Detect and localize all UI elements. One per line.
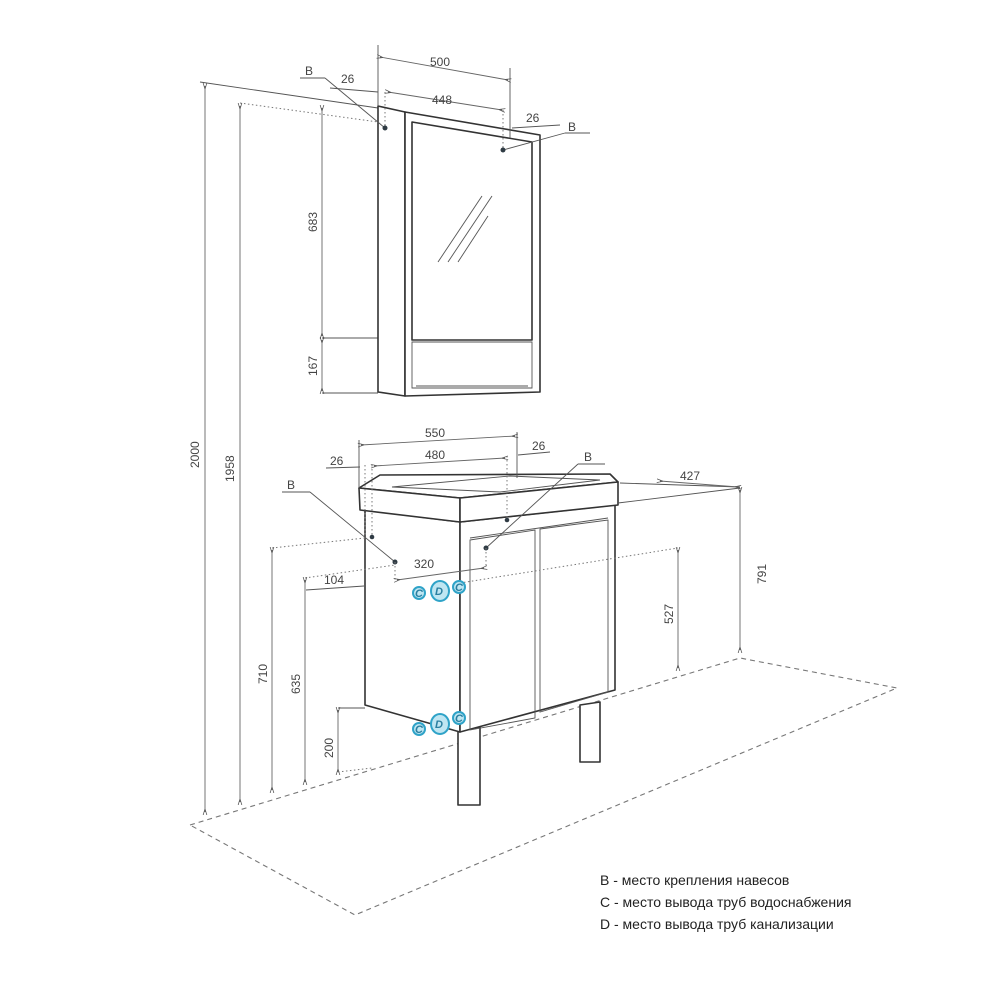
dim-vanity-depth: 427 <box>680 469 700 483</box>
dim-mirror-height-lower: 167 <box>306 356 320 376</box>
legend-item-c: C - место вывода труб водоснабжения <box>600 894 852 910</box>
vanity-cabinet <box>358 473 619 806</box>
svg-text:C: C <box>415 724 424 736</box>
dim-vanity-inner-width: 480 <box>425 448 445 462</box>
dim-vanity-height: 791 <box>755 564 769 584</box>
dim-mirror-height-upper: 683 <box>306 212 320 232</box>
marker-b-vanity-left: B <box>287 478 295 492</box>
svg-text:C: C <box>455 582 464 594</box>
dim-pipe-offset: 104 <box>324 573 344 587</box>
dim-mirror-width: 500 <box>430 55 450 69</box>
dim-pipe-height-upper: 635 <box>289 674 303 694</box>
pipe-markers-lower: C D C <box>412 711 466 736</box>
svg-text:C: C <box>415 588 424 600</box>
dim-pipe-height-lower: 200 <box>322 738 336 758</box>
dim-mount-height: 710 <box>256 664 270 684</box>
mirror-glare <box>437 195 483 263</box>
svg-text:D: D <box>435 586 443 598</box>
marker-b-mirror-right: B <box>568 120 576 134</box>
svg-text:C: C <box>455 713 464 725</box>
mirror-cabinet <box>377 105 541 397</box>
marker-b-vanity-right: B <box>584 450 592 464</box>
dim-mirror-left-offset: 26 <box>341 72 355 86</box>
dim-total-height: 2000 <box>188 441 202 468</box>
marker-b-mirror-left: B <box>305 64 313 78</box>
dim-mirror-top-height: 1958 <box>223 455 237 482</box>
pipe-markers-upper: C D C <box>412 580 466 602</box>
dim-mirror-inner-width: 448 <box>432 93 452 107</box>
dim-vanity-left-offset: 26 <box>330 454 344 468</box>
dim-mirror-right-offset: 26 <box>526 111 540 125</box>
dim-vanity-right-offset: 26 <box>532 439 546 453</box>
dim-pipe-height-right: 527 <box>662 604 676 624</box>
svg-text:D: D <box>435 719 443 731</box>
legend-item-b: B - место крепления навесов <box>600 872 790 888</box>
legend-item-d: D - место вывода труб канализации <box>600 916 834 932</box>
dim-mount-spacing: 320 <box>414 557 434 571</box>
dim-vanity-width: 550 <box>425 426 445 440</box>
